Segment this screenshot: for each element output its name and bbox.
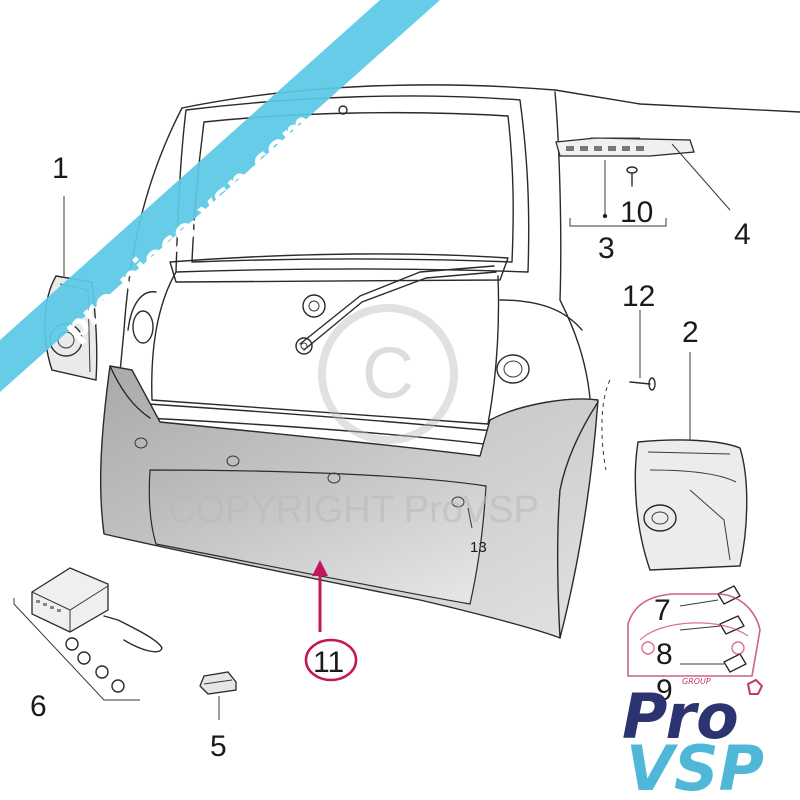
parts-7-8-9-clips <box>679 585 747 673</box>
callout-10: 10 <box>620 196 653 229</box>
car-body-outline <box>119 84 800 447</box>
provsp-logo: GROUP Pro VSP <box>622 593 764 800</box>
callout-1: 1 <box>52 152 69 185</box>
parking-sensor-holes <box>134 437 465 508</box>
logo-vsp-text: VSP <box>626 732 764 800</box>
logo-group-text: GROUP <box>682 677 711 686</box>
rear-bumper <box>99 365 599 639</box>
leader-lines <box>63 143 731 529</box>
callout-13: 13 <box>470 539 487 556</box>
callout-11: 11 <box>313 646 344 679</box>
callout-12: 12 <box>622 280 655 313</box>
part-4-third-brake-light <box>555 137 695 219</box>
callout-7: 7 <box>654 594 671 627</box>
part-6-parking-sensor-kit <box>13 567 163 701</box>
part-12-bolt <box>629 310 656 391</box>
copyright-watermark: C COPYRIGHT ProVSP <box>168 304 539 531</box>
part-10-screw <box>626 166 638 187</box>
callout-5: 5 <box>210 730 227 763</box>
callout-4: 4 <box>734 218 751 251</box>
callout-2: 2 <box>682 316 699 349</box>
callout-11-highlight <box>304 560 358 682</box>
callout-9: 9 <box>656 674 673 707</box>
svg-text:C: C <box>362 334 414 414</box>
rear-wiper <box>295 265 497 355</box>
bolt-hidden-line <box>601 379 611 471</box>
bracket-part-3 <box>569 218 667 227</box>
website-banner-text: pro-piece-vsp.com <box>57 105 321 347</box>
callout-3: 3 <box>598 232 615 265</box>
part-2-right-tail-lamp <box>634 439 748 571</box>
callout-8: 8 <box>656 638 673 671</box>
copyright-watermark-text: COPYRIGHT ProVSP <box>168 489 539 531</box>
logo-pro-text: Pro <box>622 680 739 753</box>
callout-labels: 1 2 3 4 5 6 7 8 9 10 11 12 13 <box>30 152 751 763</box>
part-5-plate-lamp <box>199 671 237 695</box>
callout-6: 6 <box>30 690 47 723</box>
